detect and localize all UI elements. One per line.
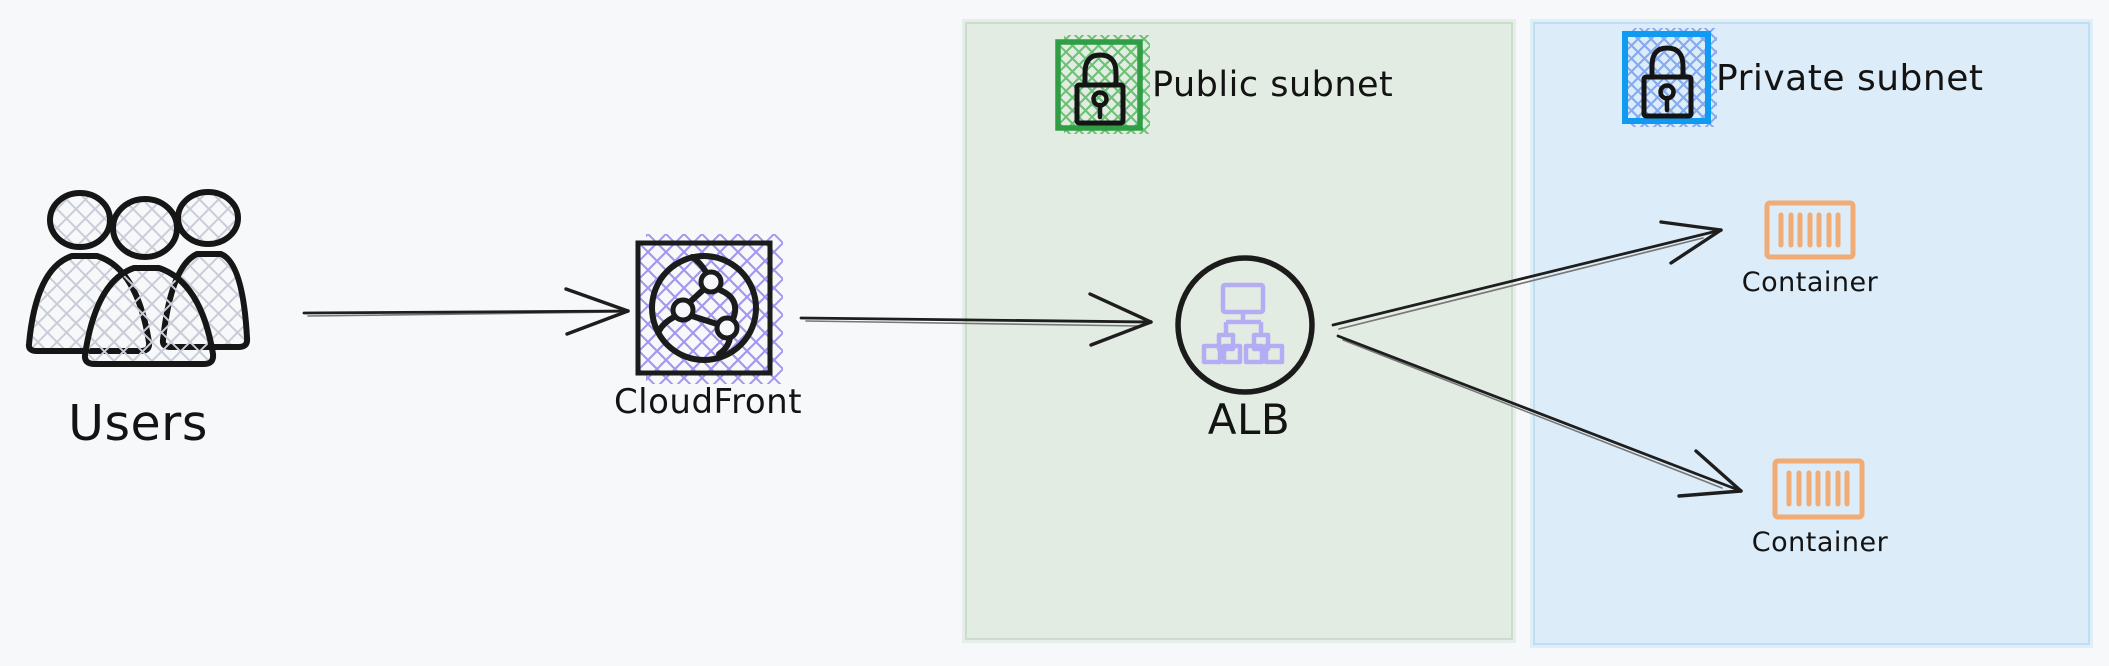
container-2-icon <box>1772 458 1865 520</box>
arrow-alb-to-container-1 <box>1331 220 1723 330</box>
public-subnet-label: Public subnet <box>1152 65 1394 105</box>
alb-label: ALB <box>1207 395 1291 444</box>
private-subnet-label: Private subnet <box>1716 58 1984 99</box>
public-subnet-lock-icon <box>1055 35 1150 134</box>
private-subnet-lock-icon <box>1622 28 1717 127</box>
private-subnet-region <box>1533 22 2090 645</box>
users-group-icon <box>25 189 251 367</box>
arrow-alb-to-container-2 <box>1336 334 1743 498</box>
cloudfront-label: CloudFront <box>613 382 803 422</box>
load-balancer-icon <box>1175 255 1315 395</box>
users-label: Users <box>68 395 208 452</box>
container-2-label: Container <box>1751 527 1889 558</box>
cloudfront-globe-icon <box>635 234 783 384</box>
arrow-cloudfront-to-alb <box>799 292 1153 347</box>
arrow-users-to-cloudfront <box>302 287 630 336</box>
container-1-label: Container <box>1741 267 1879 298</box>
container-1-icon <box>1764 200 1856 260</box>
